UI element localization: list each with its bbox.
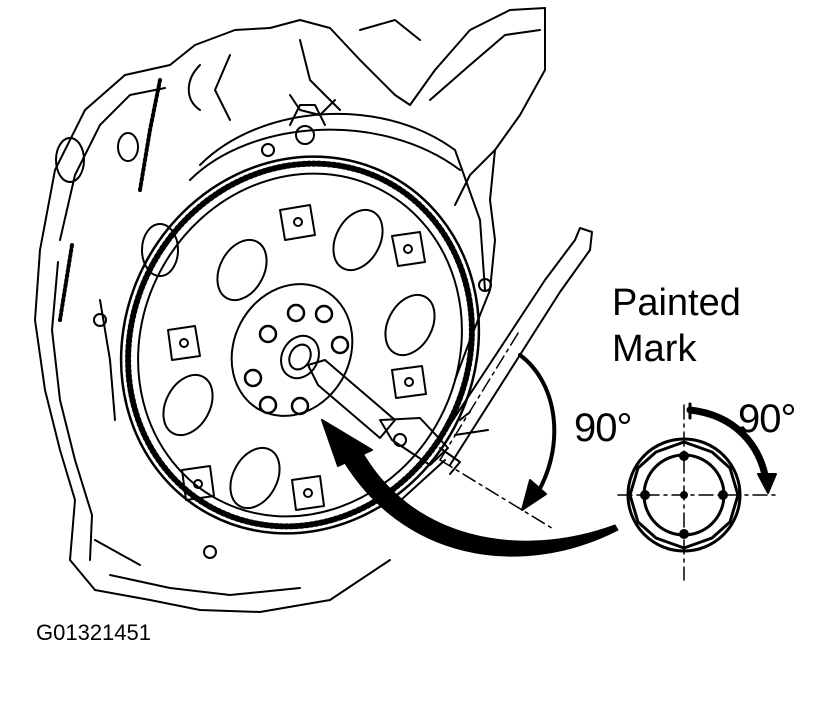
engine-block-outline: [34, 7, 546, 613]
starter-gear-teeth: [58, 78, 162, 322]
angle-label-first: 90°: [574, 406, 632, 450]
rotation-arrow-upper: [518, 353, 557, 511]
bolt-head-view: [626, 437, 742, 553]
figure-id: G01321451: [36, 620, 151, 645]
rotation-arrow-bolt-view: [686, 402, 777, 494]
flywheel: [119, 155, 481, 535]
rotation-arrow-lower: [321, 419, 619, 557]
painted-mark-label: Painted Mark: [612, 280, 741, 372]
painted-mark-line2: Mark: [612, 328, 697, 370]
painted-mark-line1: Painted: [612, 282, 741, 324]
angle-label-second: 90°: [738, 397, 796, 441]
